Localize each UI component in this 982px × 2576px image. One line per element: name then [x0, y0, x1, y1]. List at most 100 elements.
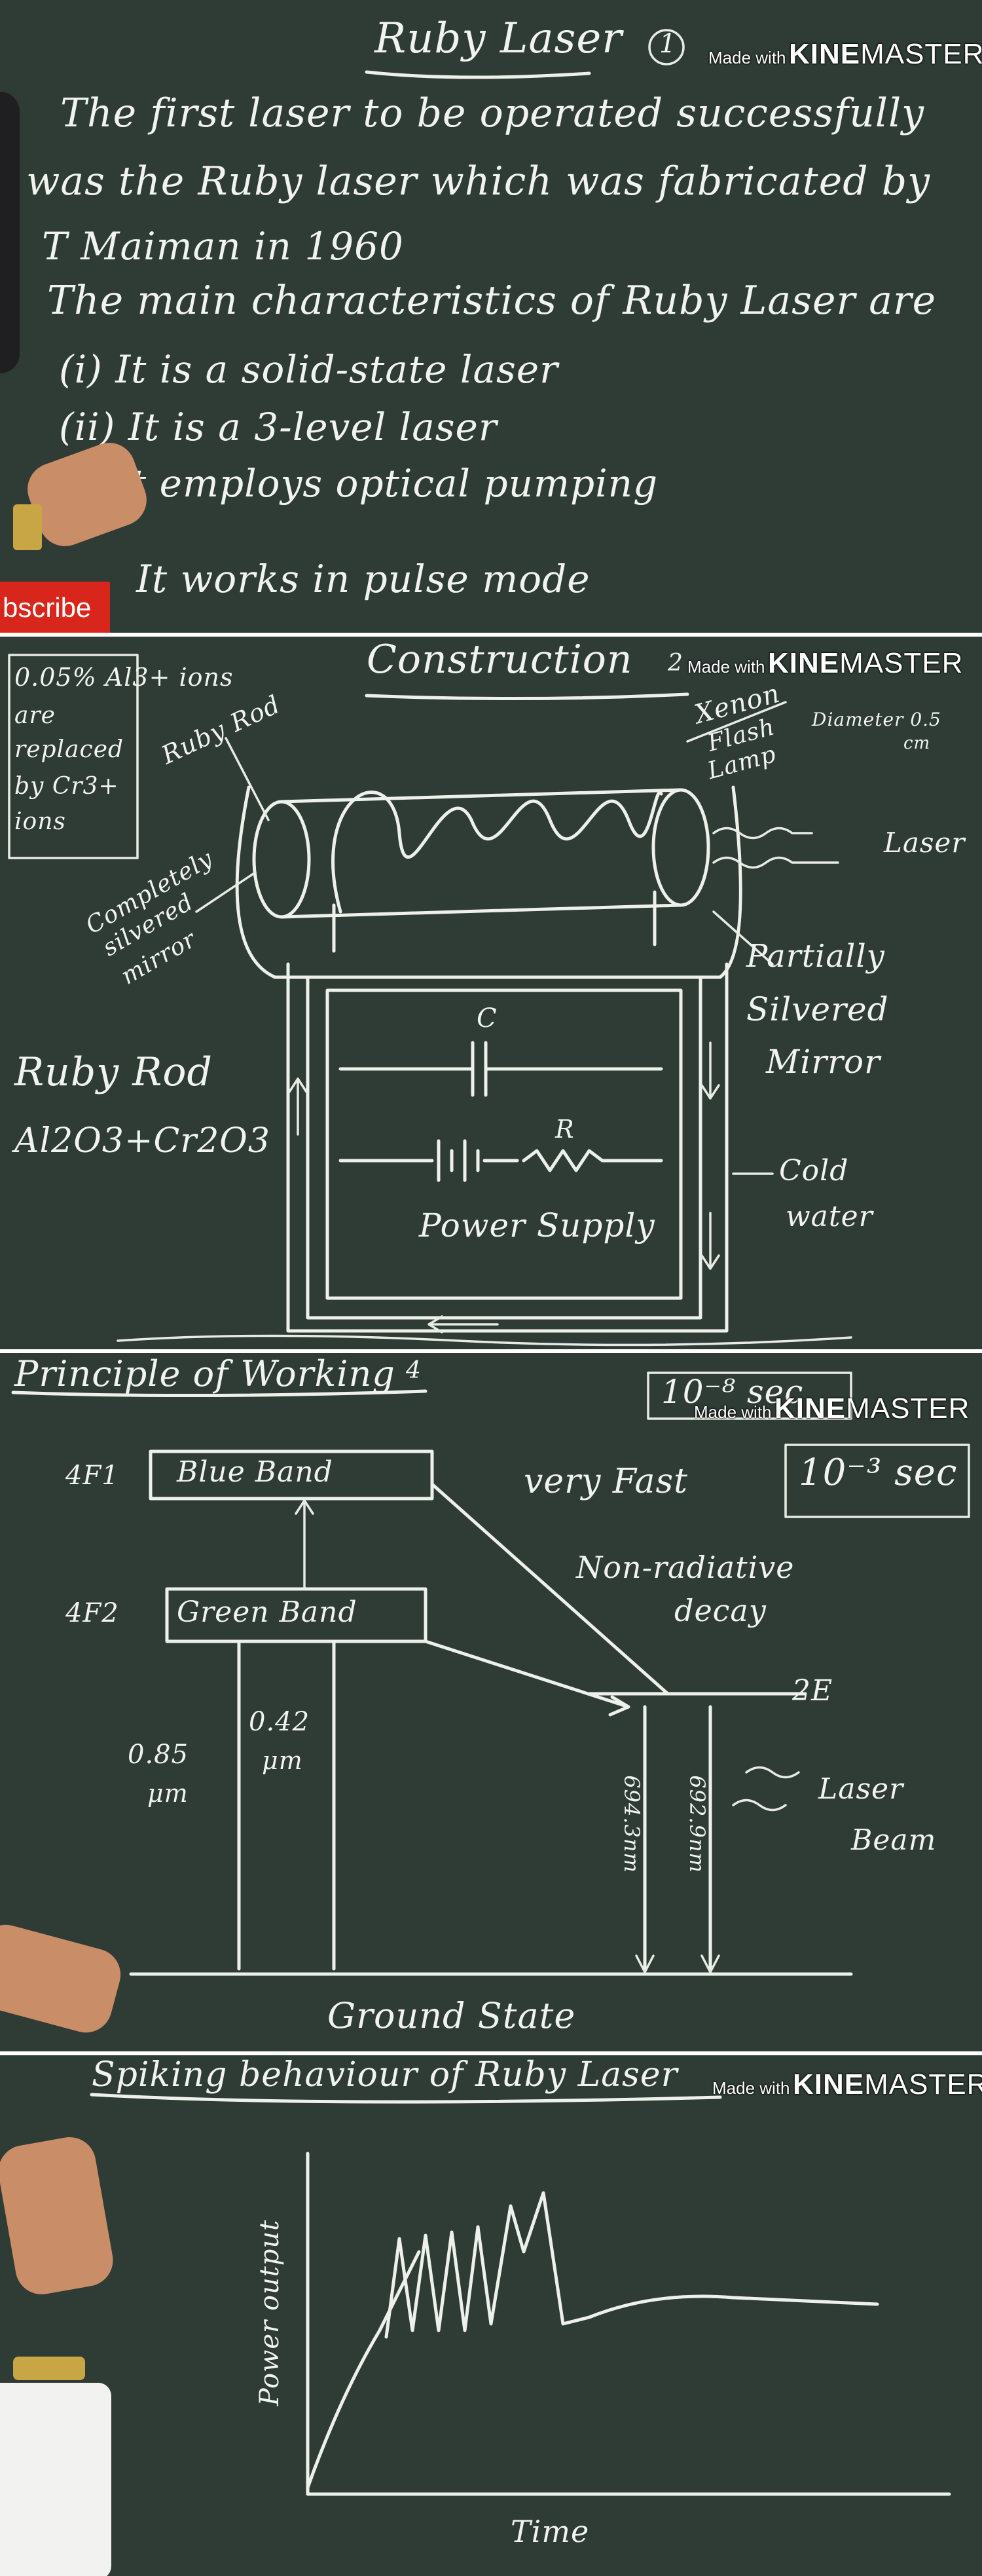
- flow-arrow-down-2: [700, 1212, 720, 1270]
- laser-beam-label-2: Beam: [851, 1823, 937, 1857]
- decay-label: decay: [674, 1593, 767, 1628]
- kinemaster-watermark-3: Made with KINEMASTER: [694, 1392, 970, 1425]
- slide1-line-6: (ii) It is a 3-level laser: [59, 405, 498, 449]
- housing-outline: [235, 785, 742, 979]
- rise-curve: [306, 2250, 421, 2490]
- title-underline-3: [11, 1389, 427, 1398]
- slide1-line-4: The main characteristics of Ruby Laser a…: [47, 278, 937, 324]
- power-supply-label: Power Supply: [419, 1206, 655, 1244]
- slide1-line-8: It works in pulse mode: [136, 557, 591, 601]
- laser-beam-label-1: Laser: [818, 1772, 904, 1806]
- capacitor-label: C: [477, 1003, 498, 1034]
- diameter-label-2: cm: [903, 734, 931, 753]
- rod-left-end: [252, 800, 311, 919]
- bottom-wave: [117, 1334, 852, 1347]
- kinemaster-watermark: Made with KINEMASTER: [708, 38, 982, 70]
- lamp-label-pointer: [686, 701, 787, 743]
- slide-principle-of-working: Principle of Working 4 10⁻⁸ sec 10⁻³ sec…: [0, 1353, 982, 2051]
- ions-line-5: ions: [14, 808, 66, 835]
- resistor-symbol: [522, 1149, 663, 1172]
- very-fast-label: very Fast: [524, 1462, 689, 1501]
- beam-wave-1: [745, 1766, 800, 1779]
- time1-box: [647, 1372, 852, 1420]
- green-band-label: Green Band: [177, 1596, 357, 1629]
- level-4f2-label: 4F2: [65, 1598, 119, 1628]
- slide1-line-5: (i) It is a solid-state laser: [59, 347, 558, 392]
- title-underline: [365, 70, 591, 79]
- level-2e-label: 2E: [792, 1674, 833, 1708]
- ions-line-4: by Cr3+: [14, 773, 119, 800]
- axes: [306, 2152, 951, 2496]
- pump-lines: [237, 1639, 336, 1971]
- blue-band-box: [149, 1449, 434, 1501]
- circuit-outer-2: [286, 962, 729, 1333]
- circuit-inner: [325, 988, 683, 1300]
- cold-water-label-1: Cold: [779, 1154, 849, 1187]
- title-underline-2: [365, 692, 689, 701]
- slide2-title: Construction: [367, 637, 633, 682]
- presenter-wristwatch-2: [13, 2357, 85, 2380]
- level-4f1-label: 4F1: [65, 1461, 119, 1491]
- time-label-2: 10⁻³ sec: [799, 1451, 958, 1494]
- mirror-label: Mirror: [766, 1043, 881, 1081]
- flow-arrow-up-1: [288, 1077, 308, 1136]
- mirror-label-pointer: [195, 871, 257, 913]
- x-axis-label: Time: [511, 2514, 590, 2549]
- non-radiative-label: Non-radiative: [576, 1550, 795, 1585]
- laser-line-6929: 692.9nm: [684, 1775, 710, 1873]
- kinemaster-watermark-2: Made with KINEMASTER: [687, 647, 964, 679]
- laser-wave-2: [712, 856, 839, 869]
- number-circle: [648, 29, 685, 65]
- resistor-label: R: [555, 1115, 575, 1144]
- laser-line-6943: 694.3nm: [619, 1775, 644, 1873]
- subscribe-button[interactable]: bscribe: [0, 582, 110, 633]
- slide3-title: Principle of Working: [14, 1353, 395, 1394]
- presenter-sleeve: [0, 2383, 111, 2576]
- flash-lamp-coil: [331, 791, 663, 914]
- ions-box: [8, 654, 139, 859]
- flow-arrow-down-1: [700, 1041, 720, 1100]
- slide1-circle-number: 1: [659, 29, 677, 59]
- wavelength-085: 0.85: [128, 1740, 189, 1770]
- time-label-1: 10⁻⁸ sec: [661, 1373, 804, 1411]
- capacitor-symbol: [338, 1041, 663, 1097]
- laser-wave-1: [712, 827, 813, 840]
- silvered-label: Silvered: [746, 990, 889, 1028]
- slide-spiking-behaviour: Spiking behaviour of Ruby Laser Power ou…: [0, 2055, 982, 2576]
- slide1-line-2: was the Ruby laser which was fabricated …: [26, 159, 931, 204]
- diameter-label-1: Diameter 0.5: [812, 709, 941, 730]
- slide3-circle-number: 4: [406, 1357, 422, 1384]
- beam-wave-2: [732, 1799, 787, 1812]
- slide-ruby-laser-intro: Ruby Laser 1 The first laser to be opera…: [0, 0, 982, 633]
- slide1-title: Ruby Laser: [374, 14, 623, 63]
- y-axis-label: Power output: [255, 2219, 285, 2406]
- partially-label: Partially: [746, 938, 885, 975]
- slide4-drawing: [90, 2093, 951, 2496]
- laser-transition-lines: [643, 1705, 712, 1971]
- decay-line-blue: [430, 1482, 670, 1696]
- wavelength-085-unit: μm: [147, 1779, 189, 1808]
- slide4-title: Spiking behaviour of Ruby Laser: [92, 2055, 678, 2095]
- wavelength-042: 0.42: [249, 1707, 310, 1737]
- pump-arrow-up: [295, 1499, 314, 1590]
- slide1-line-7: It employs optical pumping: [115, 461, 659, 506]
- slide-construction: Construction 2 0.05% Al3+ ions are repla…: [0, 637, 982, 1349]
- ions-line-3: replaced: [14, 736, 124, 763]
- battery-symbol: [338, 1139, 519, 1182]
- slide2-drawing: [8, 654, 852, 1347]
- rod-right-end: [651, 788, 710, 907]
- blue-band-label: Blue Band: [177, 1455, 333, 1489]
- presenter-wristwatch: [13, 504, 42, 550]
- rod-label-pointer: [225, 737, 270, 821]
- lamp-leads: [332, 890, 657, 953]
- ruby-rod-main-label: Ruby Rod: [14, 1049, 213, 1095]
- slide1-line-3: T Maiman in 1960: [42, 224, 404, 269]
- slide1-drawing: [365, 29, 685, 79]
- cold-water-label-2: water: [786, 1200, 873, 1233]
- slide2-circle-number: 2: [668, 650, 683, 677]
- laser-arrow-heads: [635, 1954, 720, 1973]
- ground-state-label: Ground State: [327, 1995, 576, 2036]
- laser-output-label: Laser: [884, 827, 966, 859]
- partial-label-pointer: [712, 910, 774, 965]
- flow-arrow-left: [427, 1315, 499, 1334]
